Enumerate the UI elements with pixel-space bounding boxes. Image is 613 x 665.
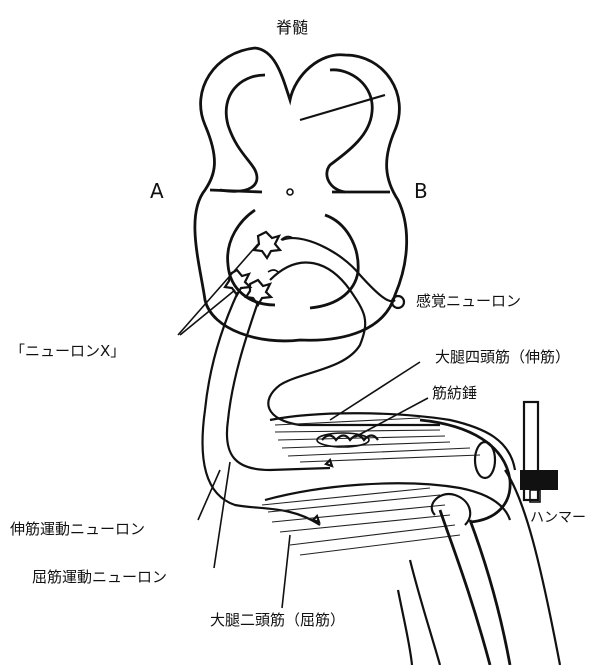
hammer-head [520, 470, 558, 490]
muscle-spindle-label: 筋紡錘 [432, 384, 477, 402]
leader-quadriceps [330, 362, 420, 420]
quadriceps-label: 大腿四頭筋（伸筋） [435, 348, 570, 366]
left-notch [210, 190, 262, 192]
biceps-femoris-label: 大腿二頭筋（屈筋） [210, 611, 345, 629]
extensor-motor-neuron-label: 伸筋運動ニューロン [10, 520, 145, 538]
sensory-neuron-path [282, 238, 395, 301]
calf-outline-2 [398, 590, 412, 665]
flexor-motor-neuron-label: 屈筋運動ニューロン [32, 568, 167, 586]
motor-end-plate [313, 516, 319, 522]
sensory-axon [268, 262, 440, 425]
side-b-label: B [414, 179, 428, 203]
leader-biceps [282, 535, 290, 608]
biceps-fibers [262, 488, 460, 555]
spinal-cord-label: 脊髄 [276, 18, 308, 37]
calf-outline [410, 560, 440, 665]
femur [420, 420, 510, 522]
leader-spindle [355, 398, 428, 437]
patella [475, 442, 495, 478]
sensory-neuron-label: 感覚ニューロン [416, 292, 521, 310]
tibia [440, 510, 510, 665]
central-canal [287, 189, 293, 195]
side-a-label: A [150, 179, 164, 203]
knee-joint [432, 494, 470, 525]
extensor-axon [203, 292, 320, 525]
hammer-label: ハンマー [530, 510, 586, 526]
synapse-mark-2 [268, 270, 278, 272]
neuron-x-label: 「ニューロンX」 [10, 342, 125, 360]
